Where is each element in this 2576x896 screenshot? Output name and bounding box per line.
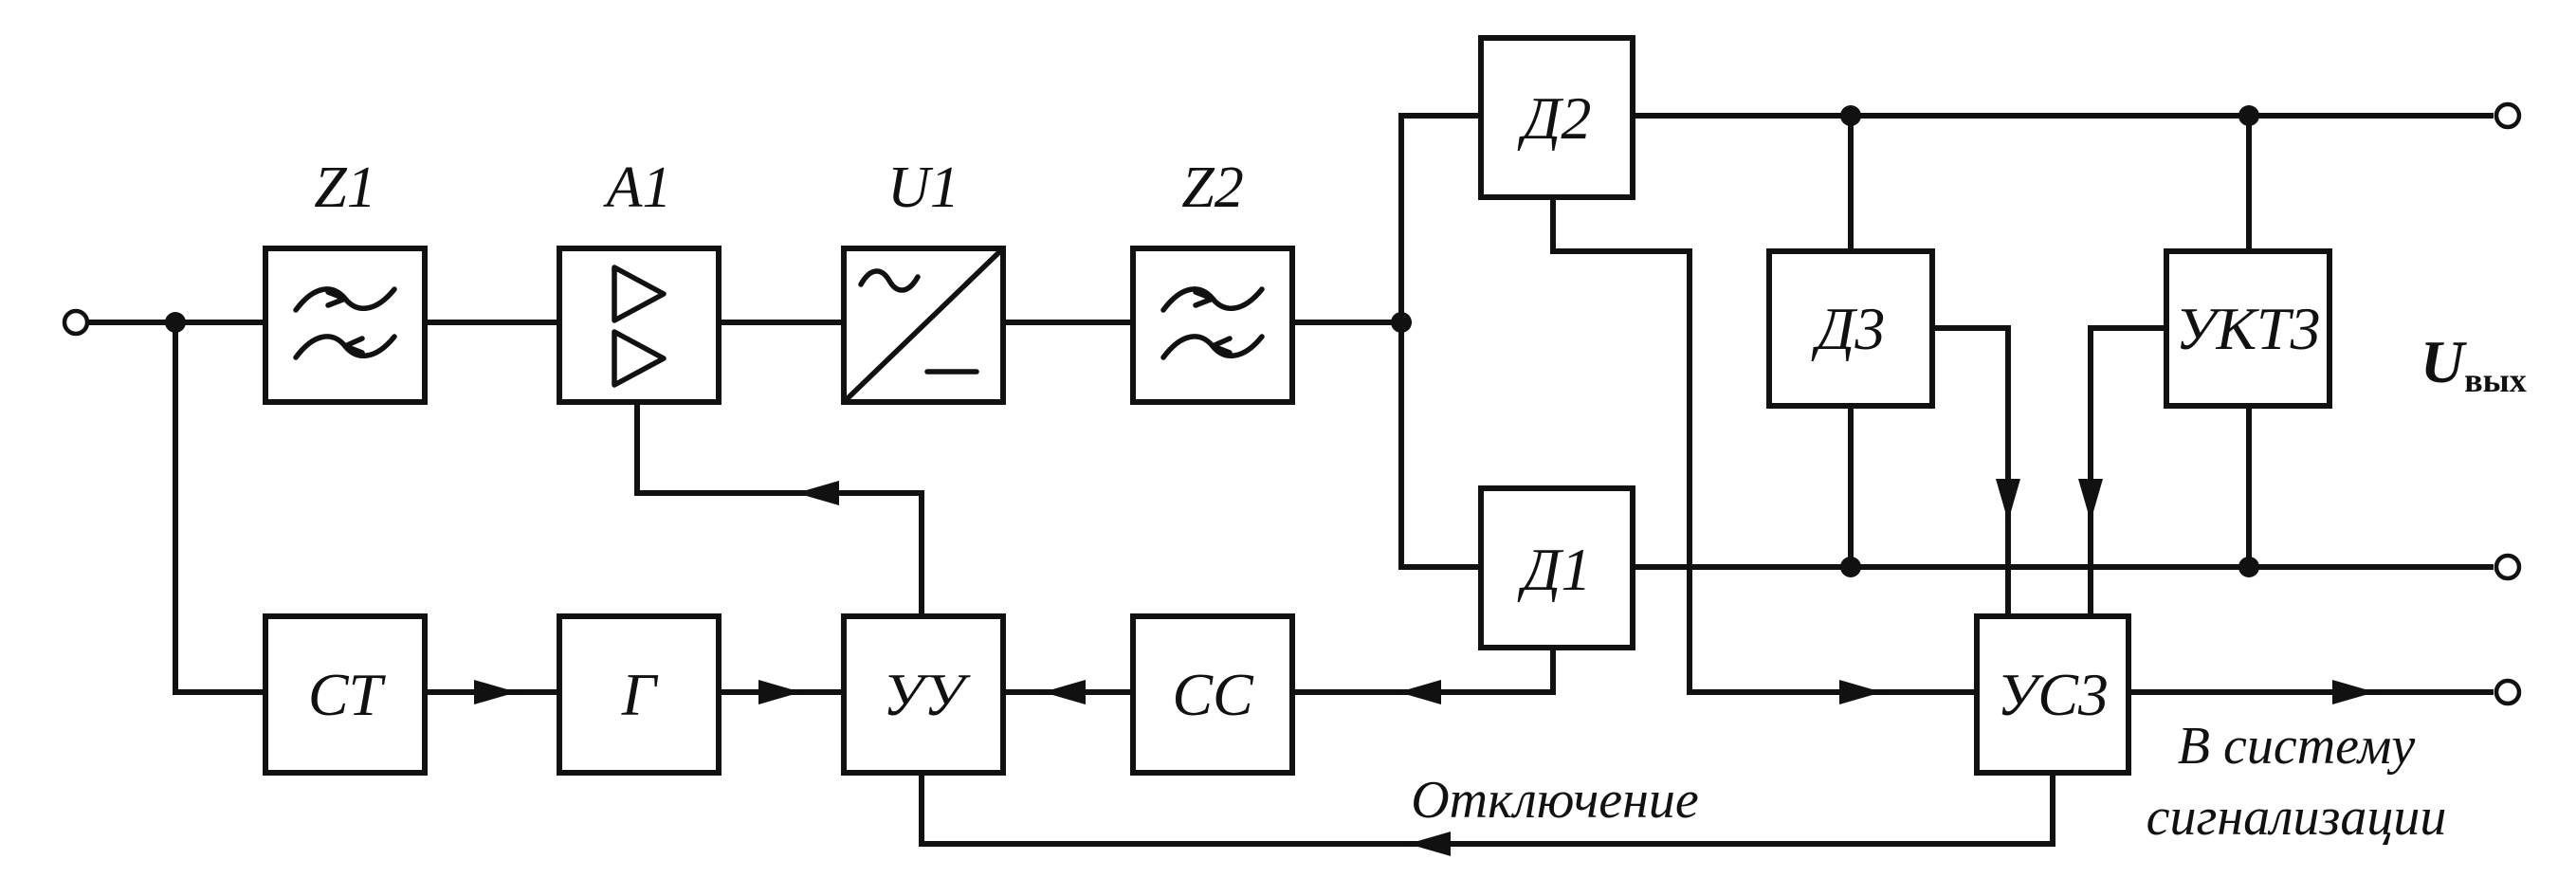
wire-d2-usz bbox=[1550, 197, 1977, 695]
terminals bbox=[62, 101, 2522, 706]
block-a1 bbox=[557, 246, 722, 405]
block-z1 bbox=[263, 246, 428, 405]
block-u1-title: U1 bbox=[887, 155, 959, 220]
shutdown-caption: Отключение bbox=[1411, 771, 1699, 830]
wire-split-d2 bbox=[1398, 113, 1481, 322]
junction-d3-bottom bbox=[1840, 557, 1861, 577]
block-d1-label: Д1 bbox=[1518, 536, 1592, 603]
wire-shutdown bbox=[919, 773, 2055, 847]
junction-d3-top bbox=[1840, 105, 1861, 126]
terminal-out-mid bbox=[2494, 553, 2522, 581]
block-d2-label: Д2 bbox=[1518, 84, 1592, 152]
block-z2 bbox=[1130, 246, 1295, 405]
block-d3: Д3 bbox=[1766, 248, 1935, 409]
block-g-label: Г bbox=[621, 661, 659, 728]
block-ct-label: СТ bbox=[308, 661, 387, 728]
wire-d1-cc bbox=[1292, 648, 1556, 695]
block-z1-title: Z1 bbox=[314, 155, 375, 220]
block-usz: УС3 bbox=[1974, 613, 2131, 776]
block-uu-label: УУ bbox=[883, 661, 971, 728]
block-usz-label: УС3 bbox=[1997, 661, 2109, 728]
arrow-d3-usz bbox=[1996, 479, 2020, 521]
arrow-usz-out bbox=[2332, 680, 2375, 704]
arrow-cc-uu bbox=[1043, 680, 1086, 704]
junction-ukt3-bottom bbox=[2238, 557, 2259, 577]
junction-ukt3-top bbox=[2238, 105, 2259, 126]
block-cc-label: СС bbox=[1172, 661, 1254, 728]
arrow-ukt3-usz bbox=[2078, 479, 2103, 521]
wire-ukt3-usz bbox=[2088, 325, 2166, 616]
filter-symbol-icon bbox=[1160, 286, 1265, 360]
block-a1-title: A1 bbox=[603, 155, 672, 220]
junction-input bbox=[165, 312, 186, 333]
block-ct: СТ bbox=[263, 613, 428, 776]
junction-split bbox=[1391, 312, 1412, 333]
block-d1: Д1 bbox=[1478, 485, 1635, 650]
block-uu: УУ bbox=[841, 613, 1006, 776]
arrowheads bbox=[474, 479, 2375, 856]
block-d3-label: Д3 bbox=[1812, 295, 1886, 362]
block-ukt3-label: УКТ3 bbox=[2175, 295, 2320, 362]
output-voltage-label: Uвых bbox=[2421, 328, 2527, 399]
block-z2-title: Z2 bbox=[1181, 155, 1243, 220]
block-u1 bbox=[841, 246, 1006, 405]
terminal-input bbox=[62, 308, 90, 337]
amplifier-icon bbox=[612, 265, 667, 388]
block-d2: Д2 bbox=[1478, 35, 1635, 200]
arrow-uu-a1 bbox=[796, 481, 839, 505]
arrow-d1-cc bbox=[1398, 680, 1441, 704]
alarm-caption-line2: сигнализации bbox=[2147, 788, 2447, 847]
terminal-out-alarm bbox=[2494, 678, 2522, 706]
block-cc: СС bbox=[1130, 613, 1295, 776]
terminal-out-top bbox=[2494, 101, 2522, 130]
wire-d3-usz bbox=[1932, 325, 2011, 616]
filter-symbol-icon bbox=[293, 286, 397, 360]
wire-uu-a1 bbox=[634, 403, 924, 616]
arrow-shutdown bbox=[1408, 832, 1451, 856]
arrow-ct-g bbox=[474, 680, 517, 704]
block-g: Г bbox=[557, 613, 722, 776]
junctions bbox=[165, 105, 2259, 577]
arrow-g-uu bbox=[758, 680, 801, 704]
wire-node-ct bbox=[173, 322, 265, 695]
converter-icon bbox=[841, 246, 1006, 405]
wire-split-d1 bbox=[1398, 322, 1481, 570]
arrow-d2-usz bbox=[1839, 680, 1882, 704]
output-voltage-sub: вых bbox=[2464, 361, 2527, 399]
block-ukt3: УКТ3 bbox=[2164, 248, 2332, 409]
output-voltage-main: U bbox=[2421, 328, 2467, 395]
alarm-caption-line1: В систему bbox=[2178, 717, 2416, 776]
